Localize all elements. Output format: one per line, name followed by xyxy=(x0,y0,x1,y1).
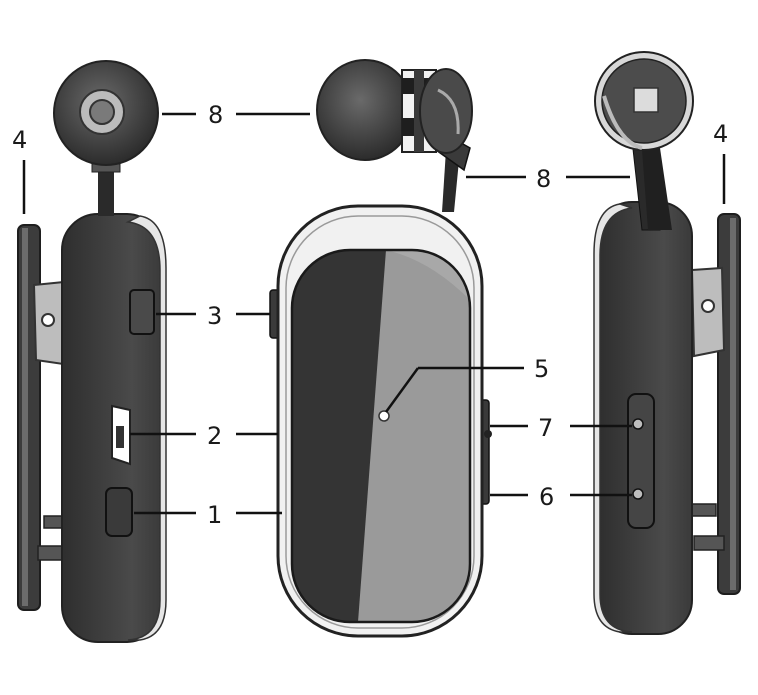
side-button-lower-icon xyxy=(632,488,644,500)
front-face xyxy=(292,250,470,622)
callout-port: 2 xyxy=(207,422,223,450)
callout-button-bottom: 1 xyxy=(207,501,223,529)
callout-side-button-upper: 7 xyxy=(538,414,554,442)
callout-button-top: 3 xyxy=(207,302,223,330)
side-buttons-panel xyxy=(627,393,655,529)
front-view xyxy=(269,59,492,638)
callout-earbud-right: 8 xyxy=(536,165,552,193)
indicator-light-icon xyxy=(378,410,390,422)
earbud-left xyxy=(53,60,159,216)
callout-clip-right: 4 xyxy=(713,120,729,148)
callout-side-button-lower: 6 xyxy=(539,483,555,511)
earbud-center xyxy=(316,59,473,212)
callout-earbud-left: 8 xyxy=(208,101,224,129)
left-side-view xyxy=(17,60,167,643)
side-button-upper-icon xyxy=(632,418,644,430)
clip-right xyxy=(689,213,741,595)
button-top-icon xyxy=(129,289,155,335)
callout-clip-left: 4 xyxy=(12,126,28,154)
leader-lines xyxy=(22,112,726,515)
earbud-right xyxy=(594,51,694,231)
callout-indicator: 5 xyxy=(534,355,550,383)
button-bottom-icon xyxy=(105,487,133,537)
right-side-view xyxy=(593,51,741,635)
